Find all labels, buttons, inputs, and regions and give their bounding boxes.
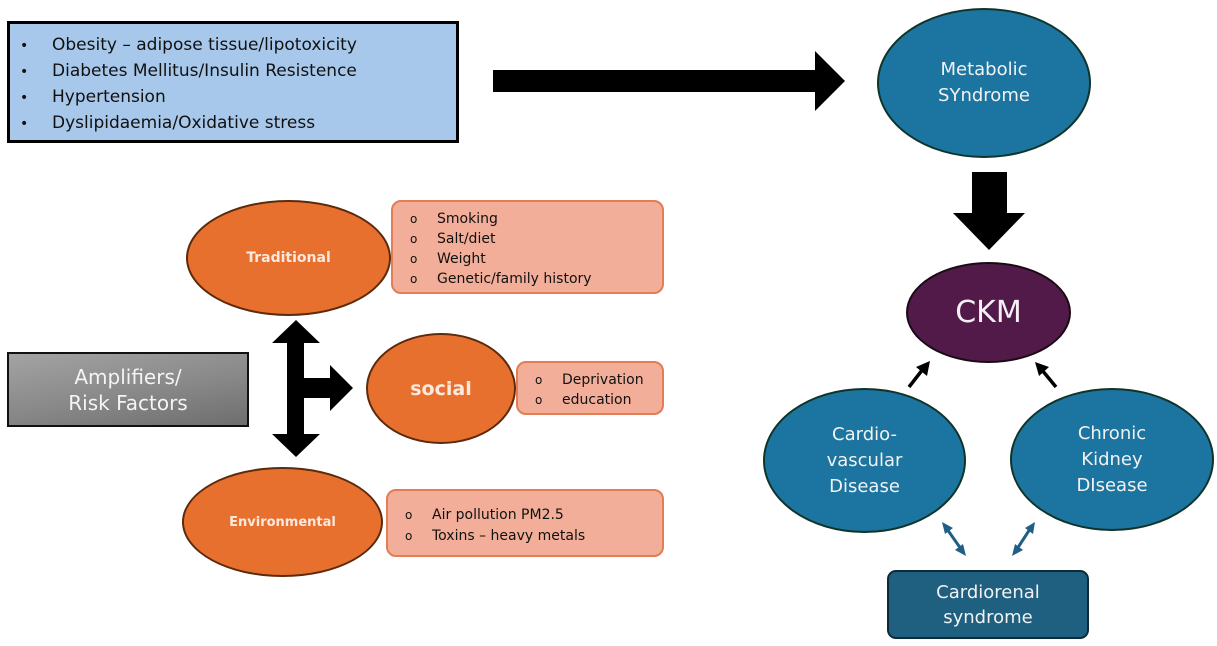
ckm-node: CKM [906, 262, 1071, 363]
list-item: o Salt/diet [410, 229, 662, 249]
list-item: o Air pollution PM2.5 [405, 505, 662, 526]
list-item: o Toxins – heavy metals [405, 526, 662, 547]
social-risk-list: o Deprivation o education [518, 363, 662, 410]
list-item-label: Obesity – adipose tissue/lipotoxicity [52, 35, 357, 55]
arrow-cvd-to-ckm [907, 361, 930, 389]
node-label-line: SYndrome [938, 85, 1030, 106]
list-item-label: Hypertension [52, 87, 166, 107]
list-item-label: Genetic/family history [437, 271, 592, 287]
node-label-line: Cardio- [832, 423, 897, 445]
social-risk-node: social [366, 333, 516, 444]
circle-bullet-icon: o [410, 232, 418, 246]
circle-bullet-icon: o [535, 393, 543, 407]
list-item: • Obesity – adipose tissue/lipotoxicity [20, 33, 456, 59]
node-label-line: Disease [829, 475, 900, 497]
node-label: Environmental [229, 514, 336, 530]
arrow-to-metabolic-syndrome [493, 51, 845, 111]
list-item-label: Air pollution PM2.5 [432, 507, 564, 523]
list-item: o Deprivation [535, 370, 662, 390]
chronic-kidney-disease-node: Chronic Kidney DIsease [1010, 388, 1214, 531]
metabolic-syndrome-node: Metabolic SYndrome [877, 8, 1091, 158]
tri-arrow-amplifiers [272, 320, 353, 457]
node-label: Traditional [246, 250, 331, 266]
list-item-label: Salt/diet [437, 231, 496, 247]
list-item-label: Smoking [437, 211, 498, 227]
node-label-line: Risk Factors [68, 390, 188, 415]
list-item: • Hypertension [20, 85, 456, 111]
node-label-line: DIsease [1076, 474, 1148, 496]
social-risk-list-box: o Deprivation o education [516, 361, 664, 415]
node-label-line: Metabolic [940, 59, 1028, 80]
circle-bullet-icon: o [405, 508, 413, 522]
node-label: social [410, 377, 472, 400]
metabolic-risk-list-box: • Obesity – adipose tissue/lipotoxicity •… [7, 21, 459, 143]
list-item: • Dyslipidaemia/Oxidative stress [20, 111, 456, 137]
ckm-label: CKM [955, 295, 1022, 330]
cardiovascular-disease-node: Cardio- vascular Disease [763, 388, 966, 533]
node-label-line: Amplifiers/ [74, 364, 182, 389]
list-item: o education [535, 390, 662, 410]
node-label-line: Kidney [1081, 448, 1143, 470]
amplifiers-risk-factors-box: Amplifiers/ Risk Factors [7, 352, 249, 427]
traditional-risk-node: Traditional [186, 200, 391, 316]
node-label-line: Cardiorenal [936, 581, 1040, 603]
circle-bullet-icon: o [410, 272, 418, 286]
list-item: • Diabetes Mellitus/Insulin Resistence [20, 59, 456, 85]
node-label-line: Chronic [1077, 422, 1147, 444]
list-item-label: Weight [437, 251, 486, 267]
metabolic-risk-list: • Obesity – adipose tissue/lipotoxicity •… [10, 24, 456, 137]
double-arrow-ckd-cardiorenal [1012, 522, 1035, 556]
cardiorenal-syndrome-box: Cardiorenal syndrome [887, 570, 1089, 639]
bullet-icon: • [20, 90, 29, 106]
list-item: o Weight [410, 249, 662, 269]
circle-bullet-icon: o [410, 212, 418, 226]
arrow-metabolic-to-ckm [953, 172, 1025, 250]
list-item-label: Diabetes Mellitus/Insulin Resistence [52, 61, 357, 81]
bullet-icon: • [20, 116, 29, 132]
circle-bullet-icon: o [410, 252, 418, 266]
list-item: o Genetic/family history [410, 269, 662, 289]
list-item: o Smoking [410, 209, 662, 229]
list-item-label: Deprivation [562, 372, 644, 388]
circle-bullet-icon: o [535, 373, 543, 387]
node-label-line: syndrome [943, 606, 1033, 628]
environmental-risk-node: Environmental [182, 467, 383, 577]
arrow-ckd-to-ckm [1035, 362, 1058, 389]
bullet-icon: • [20, 38, 29, 54]
list-item-label: Toxins – heavy metals [432, 528, 586, 544]
bullet-icon: • [20, 64, 29, 80]
circle-bullet-icon: o [405, 529, 413, 543]
list-item-label: Dyslipidaemia/Oxidative stress [52, 113, 316, 133]
list-item-label: education [562, 392, 632, 408]
node-label-line: vascular [826, 449, 903, 471]
double-arrow-cvd-cardiorenal [942, 522, 966, 556]
